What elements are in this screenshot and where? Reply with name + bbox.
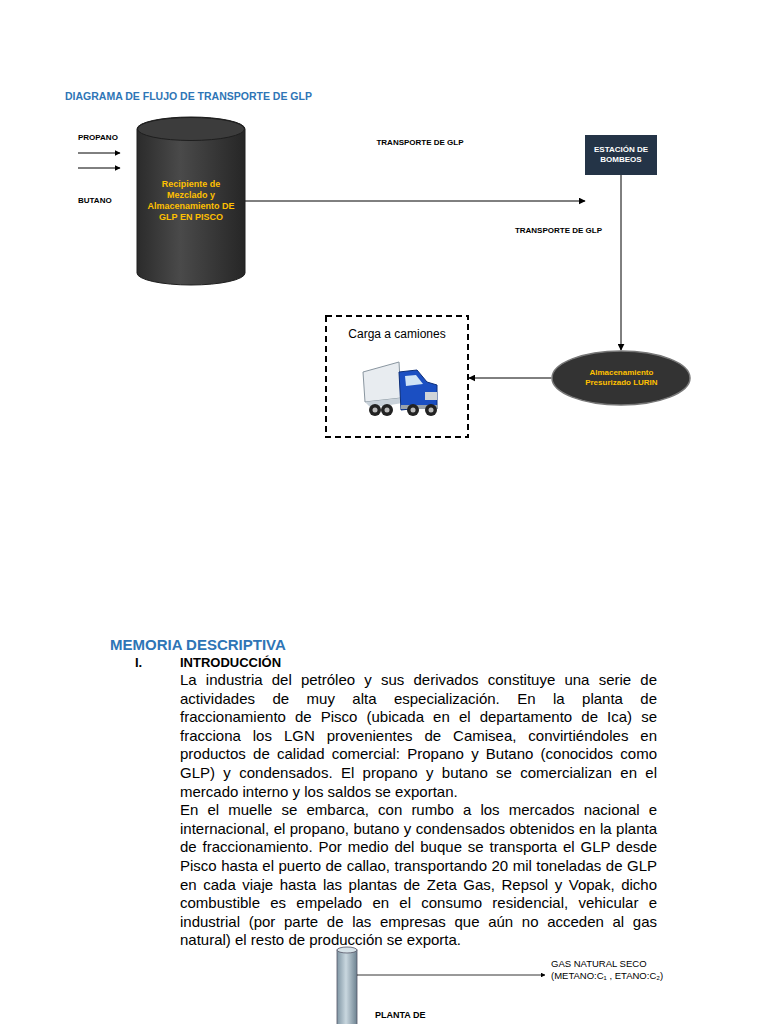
body-paragraph: La industria del petróleo y sus derivado… [180, 671, 657, 801]
input-arrow [78, 153, 120, 154]
truck-loading-box: Carga a camiones [325, 315, 469, 438]
input-label: BUTANO [78, 196, 112, 206]
subsection-heading: INTRODUCCIÓN [180, 655, 281, 671]
body-paragraph: En el muelle se embarca, con rumbo a los… [180, 801, 657, 950]
section-heading: MEMORIA DESCRIPTIVA [110, 636, 286, 654]
pressurized-storage: Almacenamiento Presurizado LURIN [551, 350, 691, 406]
node-text: Recipiente de Mezclado y Almacenamiento … [145, 179, 237, 224]
pump-station-box: ESTACIÓN DE BOMBEOS [585, 135, 657, 175]
input-label: PROPANO [78, 133, 118, 143]
edge-label: TRANSPORTE DE GLP [514, 226, 603, 235]
flow-connector [621, 175, 622, 350]
edge-label: TRANSPORTE DE GLP [375, 138, 464, 147]
node-text: ESTACIÓN DE BOMBEOS [589, 145, 653, 165]
section-number: I. [135, 655, 142, 671]
flow-connector [469, 378, 551, 379]
node-text: Carga a camiones [348, 327, 445, 342]
plant-figure [337, 947, 545, 1024]
input-arrow [78, 168, 120, 169]
storage-tank: Recipiente de Mezclado y Almacenamiento … [137, 117, 245, 285]
figure-label: PLANTA DE [375, 1010, 426, 1021]
node-text: Almacenamiento Presurizado LURIN [576, 368, 666, 388]
truck-icon [363, 362, 438, 416]
flow-connector [245, 201, 585, 202]
figure-label: GAS NATURAL SECO (METANO:C₁ , ETANO:C₂) [551, 958, 669, 983]
diagram-title: DIAGRAMA DE FLUJO DE TRANSPORTE DE GLP [65, 90, 312, 102]
